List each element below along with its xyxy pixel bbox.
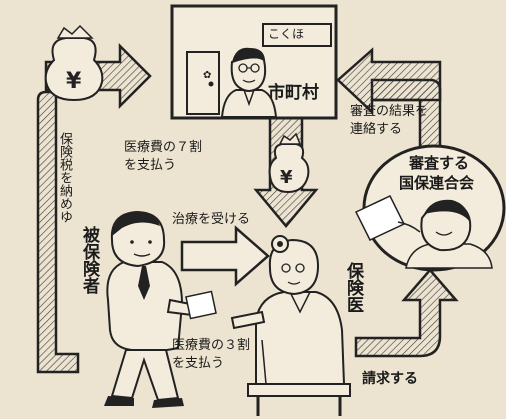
pay-30-label-line2: を支払う xyxy=(172,356,225,371)
pay-tax-label: 保険税を納めゆ xyxy=(57,132,72,223)
yen-symbol-left: ¥ xyxy=(66,69,82,94)
left-loop-arrow-body xyxy=(36,90,80,374)
municipality-name: 市町村 xyxy=(268,83,319,103)
claim-label: 請求する xyxy=(362,371,418,387)
office-clerk-figure xyxy=(220,47,278,118)
office-sign-board xyxy=(262,23,332,47)
office-sign-text: こくほ xyxy=(268,27,305,41)
money-bills-icon xyxy=(185,290,217,320)
notify-label-line1: 審査の結果を xyxy=(350,104,429,119)
pay-30-label-line1: 医療費の３割 xyxy=(172,338,251,353)
notify-label-line2: 連絡する xyxy=(350,122,403,137)
claim-arrow-body xyxy=(354,268,459,358)
federation-name-line1: 審査する xyxy=(409,154,470,172)
insured-label: 被保険者 xyxy=(79,226,99,294)
svg-text:✿: ✿ xyxy=(203,70,211,81)
top-right-arrow xyxy=(336,47,442,115)
yen-symbol-center: ¥ xyxy=(280,167,293,188)
yen-bag-center: ¥ xyxy=(268,132,310,194)
pay-70-label-line1: 医療費の７割 xyxy=(124,140,203,155)
doctor-label: 保険医 xyxy=(343,262,363,313)
federation-name-line2: 国保連合会 xyxy=(399,174,475,192)
receive-treatment-label: 治療を受ける xyxy=(172,212,251,227)
doctor-figure xyxy=(230,235,351,416)
federation-circle xyxy=(354,144,506,272)
yen-bag-left: ¥ xyxy=(44,24,104,102)
office-door xyxy=(186,51,220,115)
pay-70-label-line2: を支払う xyxy=(124,158,177,173)
insured-person-figure xyxy=(104,210,217,408)
treatment-arrow xyxy=(180,225,270,287)
